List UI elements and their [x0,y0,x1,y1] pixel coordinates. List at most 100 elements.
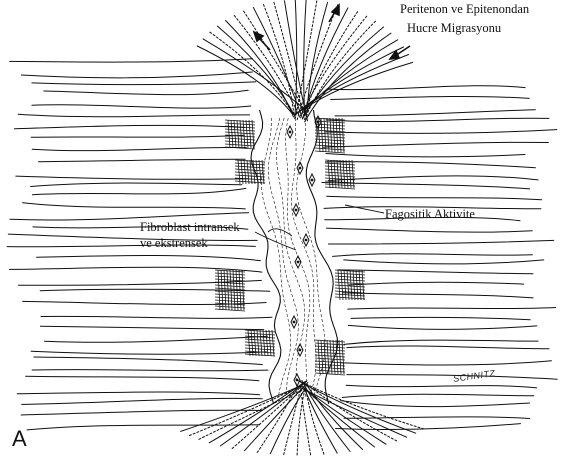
leader-lines [255,205,384,250]
hatch-line [228,120,230,148]
migration-label-line1: Peritenon ve Epitenondan [400,2,529,16]
fiber-line [344,417,530,419]
gap-strand [292,118,317,398]
fiber-line [44,90,248,94]
hatch-line [318,340,320,374]
hatch-line [315,133,345,135]
fiber-line [302,386,375,447]
cell-nucleus [317,121,319,123]
hatch-line [315,355,345,357]
fiber-line [32,370,268,371]
fiber-line [234,16,301,120]
fiber-line [349,282,524,285]
fibroblast-cells [287,116,321,386]
fiber-line [210,32,296,118]
phagocytic-activity-label: Fagositik Aktivite [385,207,475,221]
cell-nucleus [296,379,298,381]
fiber-line [15,125,245,128]
fiber-line [300,381,424,429]
fiber-line [16,176,248,179]
hatch-line [325,166,355,168]
hatch-line [235,166,265,168]
hatch-line [225,132,255,134]
cell-nucleus [299,349,301,351]
fiber-line [326,118,549,121]
fiber-line [257,386,297,452]
fiber-lines [7,0,557,455]
fiber-line [346,385,536,388]
fiber-line [328,240,553,244]
fiber-line [348,308,556,310]
fiber-line [21,72,252,78]
fiber-line [348,325,536,329]
hatch-line [328,160,330,188]
hatch-line [234,120,236,148]
fiber-line [32,188,246,194]
hatch-line [215,285,245,287]
cell-nucleus [299,167,301,169]
hatch-line [315,151,345,153]
hatch-line [325,169,355,171]
hatch-line [245,339,275,341]
fiber-line [26,376,259,380]
fiber-line [344,340,538,344]
fiber-line [338,270,533,274]
hatch-line [269,330,271,356]
cross-hatching [215,118,365,375]
fiber-line [232,383,305,449]
fiber-line [342,293,533,298]
fiber-line [342,394,534,397]
hatch-line [248,330,250,356]
fiber-line [326,162,536,168]
fiber-line [10,213,249,220]
gap-strand [261,118,290,398]
fiber-line [31,135,244,137]
hatch-line [335,276,365,278]
hatch-line [235,169,265,171]
cell-nucleus [305,239,307,241]
hatch-line [341,270,343,300]
fiber-line [7,245,255,247]
cell-nucleus [311,179,313,181]
hatch-line [259,160,261,184]
fiber-line [326,154,525,157]
fiber-line [328,176,538,181]
fiber-line [39,159,246,161]
fiber-line [325,130,557,134]
fiber-line [32,147,247,150]
fiber-line [336,424,521,430]
cell-nucleus [297,261,299,263]
hatch-line [335,282,365,284]
hatch-line [325,172,355,174]
fiber-line [341,401,530,407]
fiber-line [32,105,251,108]
fiber-line [341,361,552,365]
hatch-line [315,127,345,129]
fiber-line [327,228,533,232]
cell-nucleus [289,131,291,133]
fiber-line [304,8,348,114]
fiber-line [21,410,262,415]
fiber-line [34,357,262,365]
fiber-line [335,110,535,116]
hatch-line [335,279,365,281]
fiber-line [300,387,310,455]
fiber-line [31,183,242,186]
fiber-line [10,59,253,62]
hatch-line [215,279,245,281]
hatch-line [315,352,345,354]
fiber-line [351,317,530,319]
fibroblast-label-line1: Fibroblast intransek [140,220,240,234]
fiber-line [32,82,256,85]
fiber-line [41,316,272,318]
hatch-line [245,342,275,344]
fiber-line [305,33,391,122]
hatch-line [315,373,345,375]
fiber-line [22,398,263,404]
fibroblast-label-line2: ve ekstrensek [140,236,208,250]
fiber-line [304,0,306,115]
fiber-line [45,336,268,342]
hatch-line [330,340,332,374]
